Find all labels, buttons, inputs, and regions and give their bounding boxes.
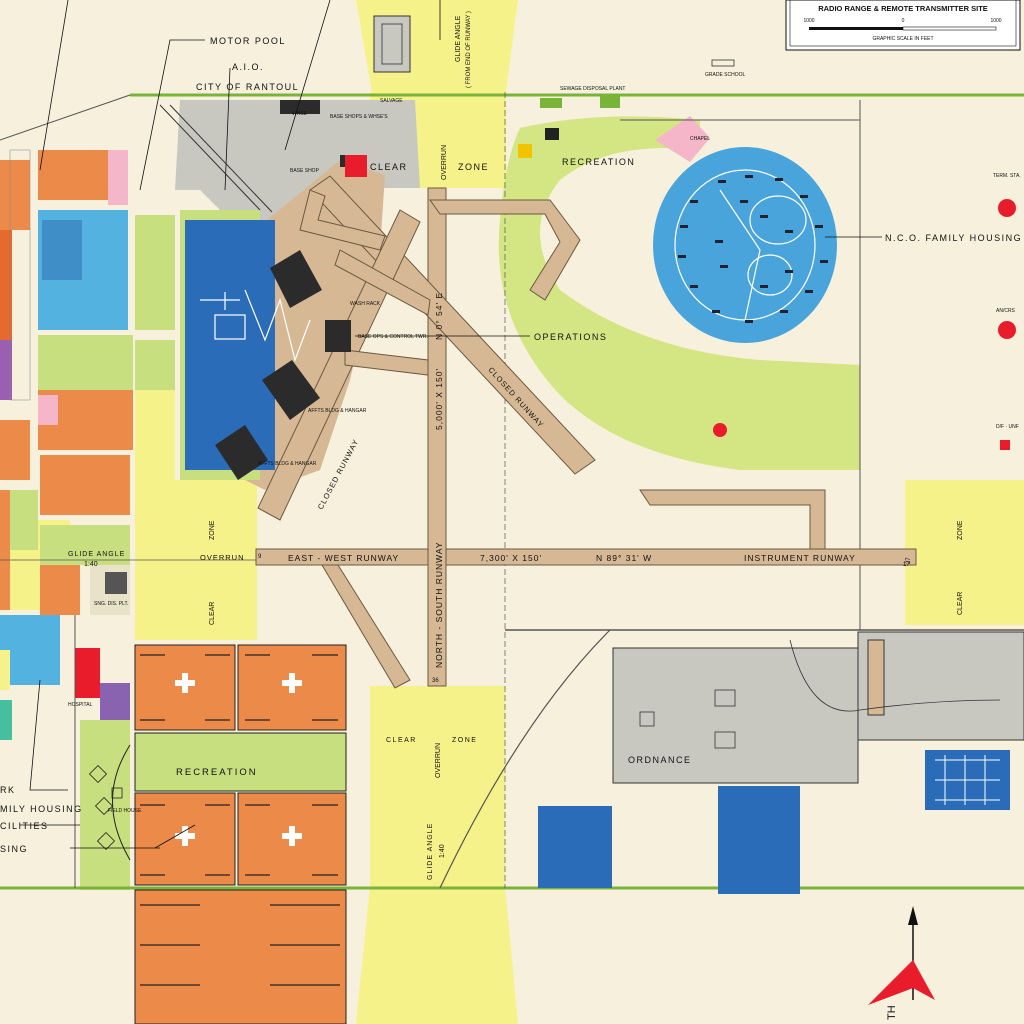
label-motor-pool: MOTOR POOL [210, 36, 286, 46]
label-whse: WHSE [292, 111, 308, 117]
label-ordnance: ORDNANCE [628, 755, 692, 765]
label-left-rk: RK [0, 785, 16, 795]
label-glide-angle-top: GLIDE ANGLE [455, 15, 462, 62]
label-term-sta: TERM. STA. [993, 173, 1021, 179]
label-rw-9: 9 [258, 554, 262, 560]
label-nco-housing: N.C.O. FAMILY HOUSING [885, 233, 1022, 243]
label-recreation-top: RECREATION [562, 157, 635, 167]
north-label: TH [886, 1005, 898, 1020]
label-field-house: FIELD HOUSE [108, 808, 142, 814]
label-sng-dis-plt: SNG. DIS. PLT. [94, 601, 128, 607]
label-zone-left: ZONE [209, 520, 216, 540]
label-wash-rack: WASH RACK [350, 301, 381, 307]
label-hospital: HOSPITAL [68, 702, 93, 708]
blue-base-detail [200, 289, 311, 363]
label-base-shops-whse: BASE SHOPS & WHSE'S [330, 114, 388, 120]
label-clear-bottom: CLEAR [386, 737, 417, 744]
label-clear-top: CLEAR [370, 162, 408, 172]
label-overrun-top: OVERRUN [441, 145, 448, 180]
label-ew-bearing: N 89° 31' W [596, 553, 652, 563]
scale-right: 1000 [990, 18, 1001, 24]
label-glide-ratio-left: 1:40 [84, 561, 98, 568]
label-recreation-bottom: RECREATION [176, 767, 258, 778]
label-aio: A.I.O. [232, 62, 264, 72]
label-an-crs: AN/CRS [996, 308, 1016, 314]
scale-left: 1000 [803, 18, 814, 24]
label-zone-right: ZONE [957, 520, 964, 540]
label-glide-angle-bottom: GLIDE ANGLE [427, 823, 434, 880]
label-df-unf: D/F · UNF [996, 424, 1019, 430]
hangars [215, 100, 358, 480]
label-base-shop: BASE SHOP [290, 168, 320, 174]
label-chapel: CHAPEL [690, 136, 710, 142]
label-grade-school: GRADE SCHOOL [705, 72, 746, 78]
label-city-rantoul: CITY OF RANTOUL [196, 82, 299, 92]
label-clear-right: CLEAR [957, 592, 964, 615]
scale-caption: GRAPHIC SCALE IN FEET [872, 36, 933, 42]
label-ew-runway: EAST - WEST RUNWAY [288, 553, 399, 563]
south-housing [88, 644, 347, 1024]
label-base-ops-control: BASE OPS & CONTROL TWR. [358, 334, 428, 340]
nco-housing-units [678, 175, 828, 323]
label-ns-dims: 5,000' X 150' [434, 368, 444, 430]
label-ns-bearing: N 0° 54' E [434, 292, 444, 340]
label-rw-17: 17 [903, 562, 910, 568]
label-rw-36: 36 [432, 678, 439, 684]
runway-system [255, 175, 917, 689]
label-clear-left: CLEAR [209, 602, 216, 625]
label-ew-dims: 7,300' X 150' [480, 553, 542, 563]
label-rw-27: 27 [906, 557, 912, 564]
label-overrun-bottom: OVERRUN [435, 743, 442, 778]
label-overrun-left: OVERRUN [200, 553, 245, 562]
label-operations: OPERATIONS [534, 332, 607, 342]
label-zone-bottom: ZONE [452, 737, 477, 744]
label-glide-ratio-bottom: 1:40 [439, 844, 446, 858]
left-blocks [0, 149, 275, 890]
label-sewage: SEWAGE DISPOSAL PLANT [560, 86, 625, 92]
label-affts-hangar-2: AFFTS BLDG & HANGAR [258, 461, 317, 467]
red-markers [345, 144, 1016, 450]
scale-mid: 0 [902, 18, 905, 24]
ordnance-area [538, 631, 1024, 894]
north-arrow: TH [868, 906, 935, 1020]
title-block: RADIO RANGE & REMOTE TRANSMITTER SITE 10… [785, 0, 1021, 51]
roads [0, 92, 1024, 890]
title-block-title: RADIO RANGE & REMOTE TRANSMITTER SITE [818, 4, 988, 13]
label-salvage: SALVAGE [380, 98, 403, 104]
label-from-end-runway: ( FROM END OF RUNWAY ) [466, 11, 472, 88]
label-affts-hangar-1: AFFTS BLDG & HANGAR [308, 408, 367, 414]
top-structures [159, 15, 735, 213]
label-zone-top: ZONE [458, 162, 489, 172]
label-glide-angle-left: GLIDE ANGLE [68, 551, 125, 558]
label-left-facilities: CILITIES [0, 821, 49, 831]
leader-lines [20, 0, 882, 849]
label-ns-runway: NORTH - SOUTH RUNWAY [434, 541, 444, 668]
label-left-sing: SING [0, 844, 28, 854]
label-left-family-housing: MILY HOUSING [0, 804, 83, 814]
label-instrument-runway: INSTRUMENT RUNWAY [744, 553, 856, 563]
